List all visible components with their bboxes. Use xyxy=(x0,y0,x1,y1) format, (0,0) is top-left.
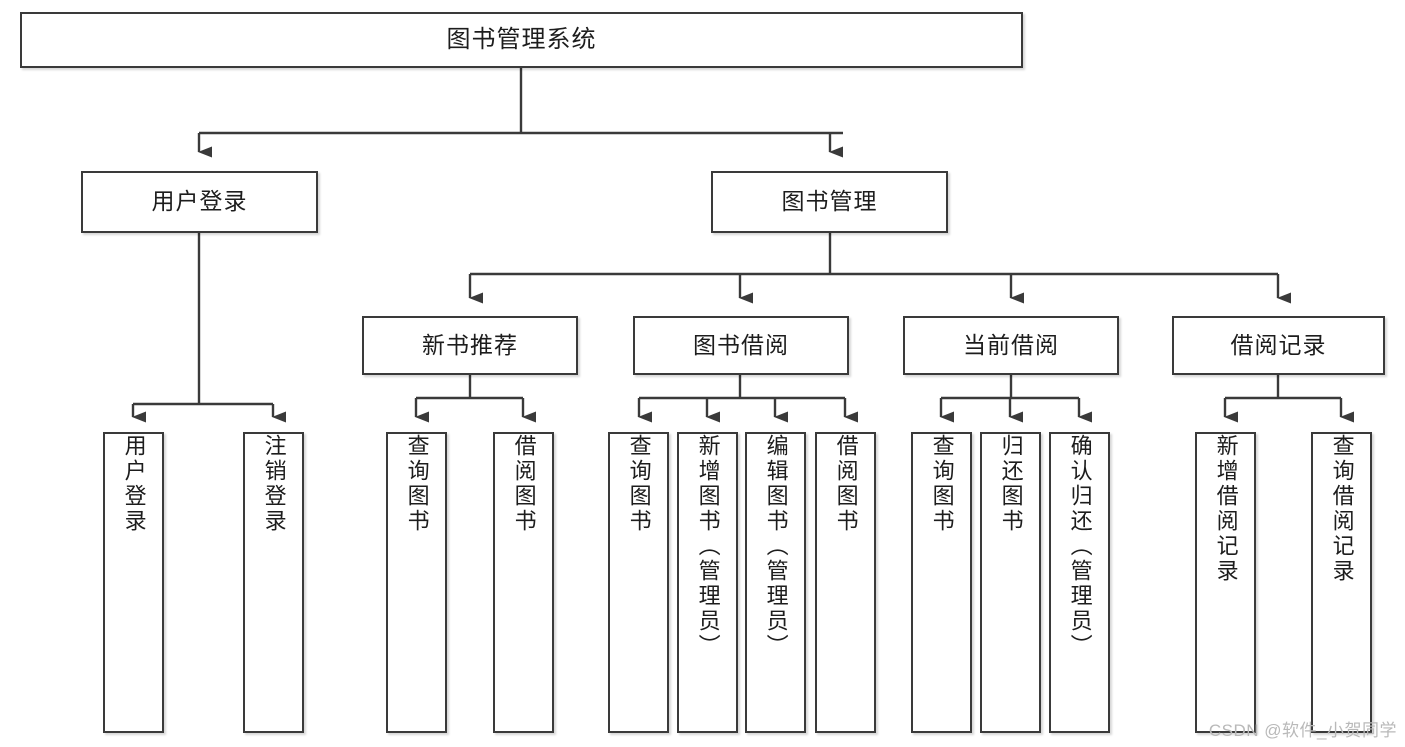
node-leaf-confirm-return[interactable]: 确认归还（管理员） xyxy=(1049,432,1110,733)
node-book-management[interactable]: 图书管理 xyxy=(711,171,948,233)
node-leaf-logout-login-label: 注销登录 xyxy=(261,434,287,534)
node-leaf-edit-book[interactable]: 编辑图书（管理员） xyxy=(745,432,806,733)
node-borrow-record-label: 借阅记录 xyxy=(1230,331,1327,358)
node-book-borrow[interactable]: 图书借阅 xyxy=(633,316,849,375)
node-leaf-query-book-3-label: 查询图书 xyxy=(929,434,955,534)
node-new-book-recommend[interactable]: 新书推荐 xyxy=(362,316,578,375)
node-current-borrow-label: 当前借阅 xyxy=(963,331,1059,358)
node-leaf-query-record[interactable]: 查询借阅记录 xyxy=(1311,432,1372,733)
watermark: CSDN @软件_小贺同学 xyxy=(1208,721,1397,740)
node-leaf-query-book-2[interactable]: 查询图书 xyxy=(608,432,669,733)
node-leaf-borrow-book-2[interactable]: 借阅图书 xyxy=(815,432,876,733)
node-leaf-query-book-1[interactable]: 查询图书 xyxy=(386,432,447,733)
node-leaf-query-record-label: 查询借阅记录 xyxy=(1329,434,1355,584)
node-borrow-record[interactable]: 借阅记录 xyxy=(1172,316,1385,375)
node-root[interactable]: 图书管理系统 xyxy=(20,12,1023,68)
node-leaf-query-book-3[interactable]: 查询图书 xyxy=(911,432,972,733)
node-leaf-query-book-1-label: 查询图书 xyxy=(404,434,430,534)
node-leaf-user-login[interactable]: 用户登录 xyxy=(103,432,164,733)
node-book-borrow-label: 图书借阅 xyxy=(693,331,789,358)
node-leaf-borrow-book-2-label: 借阅图书 xyxy=(833,434,859,534)
node-leaf-add-record[interactable]: 新增借阅记录 xyxy=(1195,432,1256,733)
node-leaf-edit-book-label: 编辑图书（管理员） xyxy=(763,434,789,659)
node-leaf-return-book[interactable]: 归还图书 xyxy=(980,432,1041,733)
node-new-book-recommend-label: 新书推荐 xyxy=(422,331,518,358)
node-leaf-add-record-label: 新增借阅记录 xyxy=(1213,434,1239,584)
node-leaf-return-book-label: 归还图书 xyxy=(998,434,1024,534)
node-leaf-borrow-book-1[interactable]: 借阅图书 xyxy=(493,432,554,733)
node-leaf-logout-login[interactable]: 注销登录 xyxy=(243,432,304,733)
node-leaf-add-book[interactable]: 新增图书（管理员） xyxy=(677,432,738,733)
node-leaf-add-book-label: 新增图书（管理员） xyxy=(695,434,721,659)
node-user-login-label: 用户登录 xyxy=(151,188,248,215)
node-user-login[interactable]: 用户登录 xyxy=(81,171,318,233)
node-leaf-confirm-return-label: 确认归还（管理员） xyxy=(1067,434,1093,659)
node-book-management-label: 图书管理 xyxy=(781,188,878,215)
node-root-label: 图书管理系统 xyxy=(446,25,597,53)
node-leaf-user-login-label: 用户登录 xyxy=(121,434,147,534)
node-current-borrow[interactable]: 当前借阅 xyxy=(903,316,1119,375)
node-leaf-borrow-book-1-label: 借阅图书 xyxy=(511,434,537,534)
node-leaf-query-book-2-label: 查询图书 xyxy=(626,434,652,534)
